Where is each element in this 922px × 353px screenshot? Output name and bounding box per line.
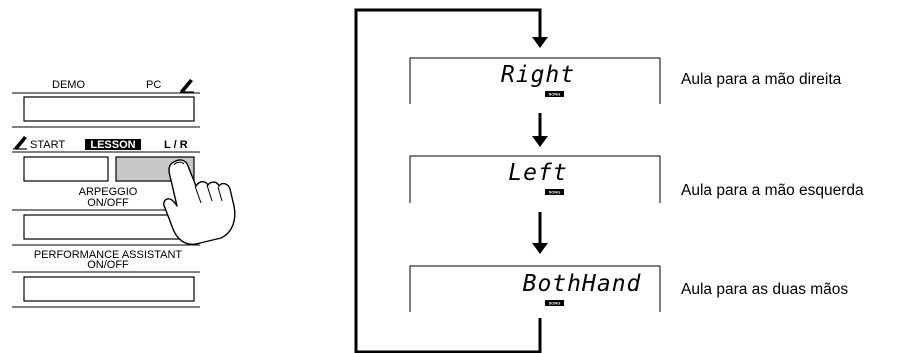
lr-label: L / R <box>164 139 188 151</box>
performance-assistant-button[interactable] <box>23 276 195 302</box>
both-hands-description: Aula para as duas mãos <box>681 281 848 298</box>
control-panel: DEMO PC START LESSON L / R ARPEGGIO ON/O… <box>12 79 236 308</box>
lcd-text: Right <box>501 62 575 88</box>
song-label: SONG <box>549 92 561 97</box>
lcd-display-right: Right SONG <box>409 57 661 104</box>
lcd-text: Left <box>508 160 567 186</box>
song-label: SONG <box>549 190 561 195</box>
lcd-display-bothhand: BothHand SONG <box>409 265 661 312</box>
arrow-down-icon <box>532 243 548 254</box>
left-hand-description: Aula para a mão esquerda <box>681 182 864 199</box>
lesson-cycle-flow: Right SONG Aula para a mão direita Left … <box>354 8 864 353</box>
pen-icon <box>13 136 27 150</box>
arrow-down-icon <box>532 37 548 48</box>
arrow-down-icon <box>532 136 548 147</box>
pc-label: PC <box>146 79 161 91</box>
arpeggio-label: ARPEGGIO <box>79 186 138 198</box>
song-badge <box>545 91 564 97</box>
lcd-display-left: Left SONG <box>409 155 661 203</box>
demo-pc-button[interactable] <box>23 96 195 122</box>
pen-icon <box>180 79 194 93</box>
lcd-text: BothHand <box>523 271 642 297</box>
arpeggio-onoff-label: ON/OFF <box>87 197 129 209</box>
song-label: SONG <box>549 301 561 306</box>
pressing-hand-icon <box>163 159 236 246</box>
start-label: START <box>30 139 65 151</box>
lesson-label: LESSON <box>90 139 135 151</box>
performance-onoff-label: ON/OFF <box>87 259 129 271</box>
start-button[interactable] <box>23 156 109 182</box>
lesson-badge <box>85 139 141 150</box>
right-hand-description: Aula para a mão direita <box>681 71 842 88</box>
demo-label: DEMO <box>52 79 85 91</box>
song-badge <box>545 300 564 306</box>
song-badge <box>545 189 564 195</box>
performance-assistant-label: PERFORMANCE ASSISTANT <box>34 249 183 261</box>
